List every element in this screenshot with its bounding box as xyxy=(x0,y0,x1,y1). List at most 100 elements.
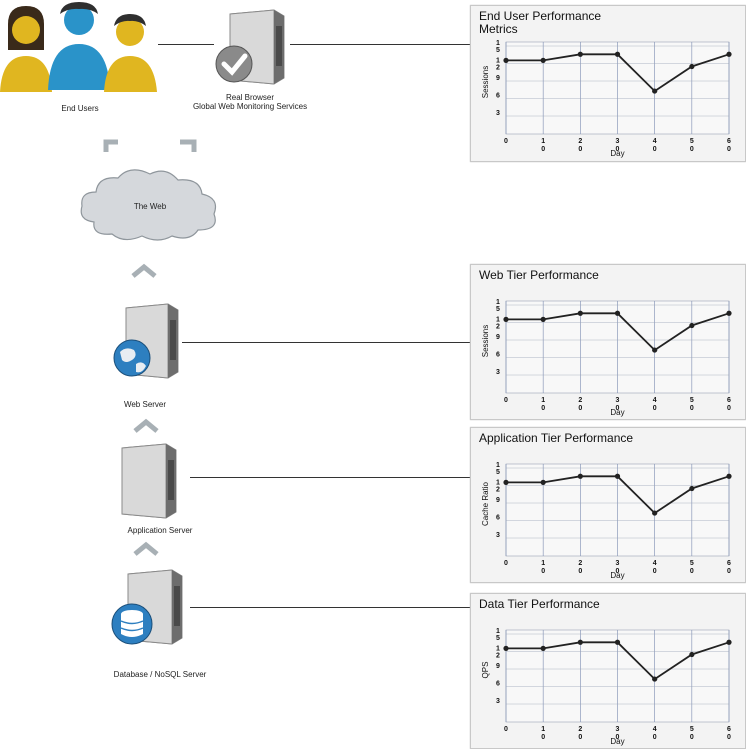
x-tick-digit: 2 xyxy=(578,138,582,145)
database-server-label: Database / NoSQL Server xyxy=(113,670,207,679)
x-tick-digit: 6 xyxy=(727,560,731,567)
y-tick-digit: 3 xyxy=(496,698,500,705)
x-tick-label: 20 xyxy=(578,397,582,412)
y-tick-label: 3 xyxy=(496,369,500,376)
y-tick-digit: 1 xyxy=(496,58,500,65)
x-tick-label: 50 xyxy=(690,560,694,575)
x-tick-digit: 0 xyxy=(504,138,508,145)
data-point xyxy=(503,479,509,485)
y-axis-label: Sessions xyxy=(481,325,490,357)
y-tick-label: 12 xyxy=(496,480,500,494)
x-tick-digit: 0 xyxy=(504,397,508,404)
y-tick-digit: 5 xyxy=(496,635,500,642)
y-tick-digit: 1 xyxy=(496,480,500,487)
up-arrow-icon xyxy=(131,263,157,278)
y-tick-label: 9 xyxy=(496,334,500,341)
database-icon xyxy=(111,603,153,645)
x-tick-digit: 6 xyxy=(727,138,731,145)
x-tick-label: 50 xyxy=(690,138,694,153)
x-tick-digit: 0 xyxy=(727,405,731,412)
x-tick-digit: 5 xyxy=(690,397,694,404)
up-arrow-icon xyxy=(180,139,197,152)
x-tick-digit: 6 xyxy=(727,726,731,733)
data-point xyxy=(652,676,658,682)
data-point xyxy=(540,57,546,64)
connector-db-panel xyxy=(190,607,470,608)
x-tick-digit: 6 xyxy=(727,397,731,404)
x-tick-digit: 0 xyxy=(690,734,694,741)
data-point xyxy=(652,88,658,94)
x-tick-digit: 3 xyxy=(616,560,620,567)
x-tick-digit: 0 xyxy=(541,146,545,153)
chart-title: Web Tier Performance xyxy=(479,268,599,282)
y-tick-digit: 9 xyxy=(496,75,500,82)
x-tick-digit: 5 xyxy=(690,726,694,733)
x-tick-label: 40 xyxy=(653,397,657,412)
x-tick-digit: 0 xyxy=(727,146,731,153)
real-browser-server-icon xyxy=(215,9,285,85)
y-tick-label: 15 xyxy=(496,40,500,54)
application-server-label: Application Server xyxy=(127,526,193,535)
connector-web-panel xyxy=(182,342,470,343)
y-tick-digit: 3 xyxy=(496,110,500,117)
x-axis-label: Day xyxy=(610,571,624,580)
x-tick-digit: 5 xyxy=(690,560,694,567)
x-tick-digit: 2 xyxy=(578,726,582,733)
data-point xyxy=(577,51,583,57)
end-users-icon xyxy=(0,2,157,92)
x-tick-label: 40 xyxy=(653,726,657,741)
person-icon xyxy=(104,14,157,92)
x-tick-digit: 0 xyxy=(616,734,620,741)
y-tick-digit: 3 xyxy=(496,369,500,376)
up-arrow-icon xyxy=(133,418,159,433)
y-tick-digit: 5 xyxy=(496,469,500,476)
x-tick-digit: 1 xyxy=(541,726,545,733)
x-tick-digit: 0 xyxy=(727,734,731,741)
data-point xyxy=(540,479,546,485)
y-tick-digit: 3 xyxy=(496,532,500,539)
y-tick-digit: 2 xyxy=(496,324,500,331)
x-tick-label: 20 xyxy=(578,138,582,153)
x-tick-digit: 0 xyxy=(541,568,545,575)
data-point xyxy=(689,485,695,492)
y-tick-label: 6 xyxy=(496,515,500,522)
x-tick-label: 60 xyxy=(727,397,731,412)
y-tick-digit: 6 xyxy=(496,515,500,522)
y-tick-label: 12 xyxy=(496,646,500,660)
x-tick-digit: 2 xyxy=(578,560,582,567)
end-users-label: End Users xyxy=(61,104,99,113)
connector-browser-panel xyxy=(290,44,470,45)
connector-users-browser xyxy=(158,44,214,45)
x-tick-digit: 0 xyxy=(578,734,582,741)
y-tick-label: 12 xyxy=(496,58,500,72)
y-tick-digit: 9 xyxy=(496,497,500,504)
x-tick-label: 10 xyxy=(541,397,545,412)
data-point xyxy=(726,51,732,57)
data-point xyxy=(503,316,509,322)
x-tick-digit: 3 xyxy=(616,138,620,145)
y-tick-digit: 2 xyxy=(496,653,500,660)
y-tick-digit: 6 xyxy=(496,681,500,688)
x-tick-digit: 4 xyxy=(653,397,657,404)
x-tick-digit: 0 xyxy=(616,568,620,575)
x-tick-digit: 4 xyxy=(653,138,657,145)
chart-title: Application Tier Performance xyxy=(479,431,634,445)
y-tick-label: 6 xyxy=(496,93,500,100)
y-tick-digit: 5 xyxy=(496,306,500,313)
x-tick-digit: 3 xyxy=(616,397,620,404)
data-point xyxy=(540,316,546,322)
y-tick-label: 6 xyxy=(496,352,500,359)
x-tick-label: 50 xyxy=(690,397,694,412)
x-axis-label: Day xyxy=(610,408,624,417)
y-tick-digit: 1 xyxy=(496,628,500,635)
y-tick-digit: 2 xyxy=(496,65,500,72)
x-tick-label: 0 xyxy=(504,397,508,404)
x-tick-digit: 0 xyxy=(653,568,657,575)
x-tick-digit: 0 xyxy=(616,405,620,412)
x-tick-label: 20 xyxy=(578,726,582,741)
